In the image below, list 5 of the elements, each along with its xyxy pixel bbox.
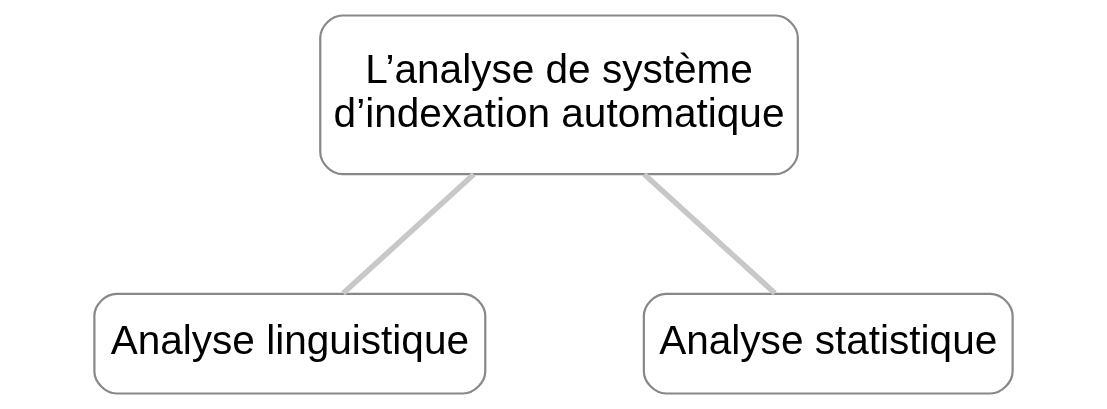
node-box: L’analyse de système d’indexation automatique [319,14,799,176]
connector [341,172,476,296]
node-box: Analyse statistique [642,292,1014,395]
connector [642,172,777,296]
node-box: Analyse linguistique [93,292,487,395]
